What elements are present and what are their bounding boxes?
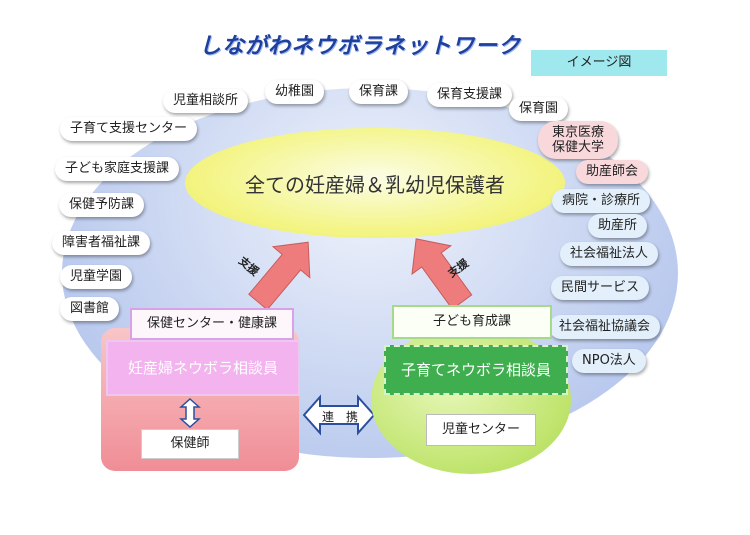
node-nursery: 保育園 xyxy=(509,97,569,121)
link-label: 連 携 xyxy=(322,410,359,424)
support-arrow-right xyxy=(411,238,473,310)
node-social-welfare-corp: 社会福祉法人 xyxy=(560,242,659,266)
node-childcare-support-center: 子育て支援センター xyxy=(60,117,198,141)
node-childcare-section: 保育課 xyxy=(349,80,409,104)
node-social-welfare-council: 社会福祉協議会 xyxy=(549,315,661,339)
node-tokyo-healthcare-univ: 東京医療 保健大学 xyxy=(538,121,619,159)
image-tag: イメージ図 xyxy=(531,50,667,76)
public-health-nurse: 保健師 xyxy=(141,429,239,459)
children-center: 児童センター xyxy=(426,414,536,446)
kids-section-label: 子ども育成課 xyxy=(392,305,552,339)
page-title: しながわネウボラネットワーク xyxy=(198,34,521,59)
node-family-support-section: 子ども家庭支援課 xyxy=(55,157,180,181)
support-arrow-left xyxy=(248,241,311,311)
node-private-services: 民間サービス xyxy=(551,276,650,300)
node-midwives-association: 助産師会 xyxy=(576,160,649,184)
updown-arrow-icon xyxy=(179,398,201,428)
node-health-prevention-section: 保健予防課 xyxy=(59,193,145,217)
node-childcare-support-section: 保育支援課 xyxy=(427,83,513,107)
health-center-label: 保健センター・健康課 xyxy=(130,308,294,340)
support-arrows xyxy=(248,238,473,311)
node-npo: NPO法人 xyxy=(572,349,646,373)
node-midwifery-home: 助産所 xyxy=(588,214,648,238)
node-disability-welfare-section: 障害者福祉課 xyxy=(52,231,151,255)
node-children-institute: 児童学園 xyxy=(60,265,133,289)
maternity-counselor: 妊産婦ネウボラ相談員 xyxy=(106,340,300,396)
node-kindergarten: 幼稚園 xyxy=(265,80,325,104)
center-target-ellipse: 全ての妊産婦＆乳幼児保護者 xyxy=(185,128,565,238)
center-target-label: 全ての妊産婦＆乳幼児保護者 xyxy=(245,172,505,197)
node-child-guidance-center: 児童相談所 xyxy=(163,89,249,113)
node-hospitals-clinics: 病院・診療所 xyxy=(552,189,651,213)
childcare-counselor: 子育てネウボラ相談員 xyxy=(384,345,568,395)
node-library: 図書館 xyxy=(60,297,120,321)
